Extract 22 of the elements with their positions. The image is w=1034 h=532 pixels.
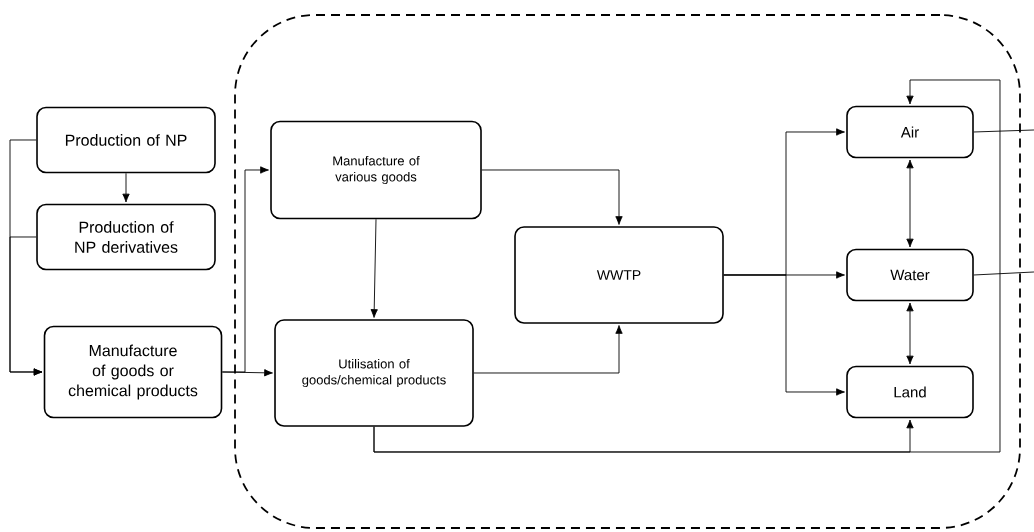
arrow: [9, 236, 43, 376]
arrow: [906, 302, 914, 365]
process-box: Manufacture of various goods: [270, 120, 482, 220]
arrow: [370, 218, 378, 318]
arrow: [122, 172, 130, 203]
process-box: Air: [846, 105, 974, 159]
arrow: [373, 79, 1001, 453]
arrow: [906, 159, 914, 248]
process-box: Land: [846, 365, 974, 419]
boundary-outline: [234, 14, 1021, 529]
process-box: Production of NP: [36, 106, 216, 174]
process-box: Water: [846, 248, 974, 302]
process-box: Utilisation of goods/chemical products: [274, 319, 474, 427]
arrow: [481, 169, 623, 225]
arrow: [221, 369, 273, 377]
process-box: Production of NP derivatives: [36, 203, 216, 271]
arrow: [473, 325, 623, 374]
connector-line: [973, 271, 1034, 276]
connector-line: [973, 129, 1034, 133]
process-box: WWTP: [514, 226, 724, 324]
process-box: Manufacture of goods or chemical products: [43, 325, 223, 419]
arrow: [723, 274, 845, 396]
